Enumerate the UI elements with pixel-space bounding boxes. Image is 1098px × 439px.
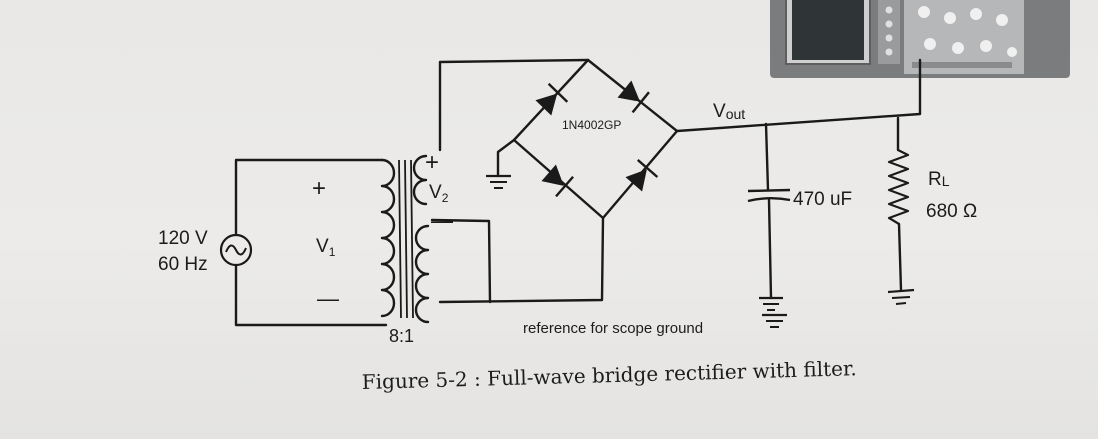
figure-caption: Figure 5-2 : Full-wave bridge rectifier …: [361, 356, 857, 394]
transformer-ratio: 8:1: [389, 326, 414, 346]
bridge-ground-wire: [496, 138, 516, 178]
secondary-top-wire: [438, 58, 590, 152]
capacitor-bottom-wire: [767, 198, 773, 300]
primary-loop-wire: [234, 158, 384, 238]
resistor-icon: [887, 149, 910, 225]
capacitor-top-wire: [764, 122, 770, 192]
resistor-bottom-wire: [897, 222, 903, 292]
ground-icon: [486, 174, 511, 189]
capacitor-value: 470 uF: [793, 189, 852, 210]
ground-note: reference for scope ground: [523, 320, 703, 337]
primary-minus: —: [317, 286, 339, 311]
secondary-bottom-wire: [438, 216, 605, 304]
diode-icon: [541, 164, 574, 198]
transformer-icon: [380, 154, 430, 324]
ground-icon: [762, 313, 787, 328]
output-label: Vout: [713, 101, 745, 122]
bridge-rectifier: [512, 58, 679, 220]
ground-icon: [759, 296, 783, 311]
ac-source-icon: [219, 233, 253, 267]
source-frequency: 60 Hz: [158, 254, 208, 275]
primary-loop-wire-bottom: [234, 264, 388, 327]
secondary-mid-wire: [430, 218, 492, 304]
load-label: RL: [928, 169, 950, 190]
secondary-plus: +: [425, 149, 439, 176]
capacitor-icon: [747, 188, 791, 203]
secondary-label: V2: [429, 182, 449, 205]
output-rail-wire: [675, 58, 922, 133]
source-voltage: 120 V: [158, 228, 208, 249]
load-value: 680 Ω: [926, 201, 977, 222]
primary-label: V1: [316, 236, 336, 259]
diode-icon: [617, 80, 650, 114]
diode-icon: [535, 82, 569, 116]
oscilloscope-icon: [770, 0, 1070, 78]
primary-plus: +: [312, 175, 326, 202]
diode-icon: [625, 159, 659, 192]
ground-icon: [887, 288, 915, 305]
diode-part-number: 1N4002GP: [562, 118, 621, 132]
